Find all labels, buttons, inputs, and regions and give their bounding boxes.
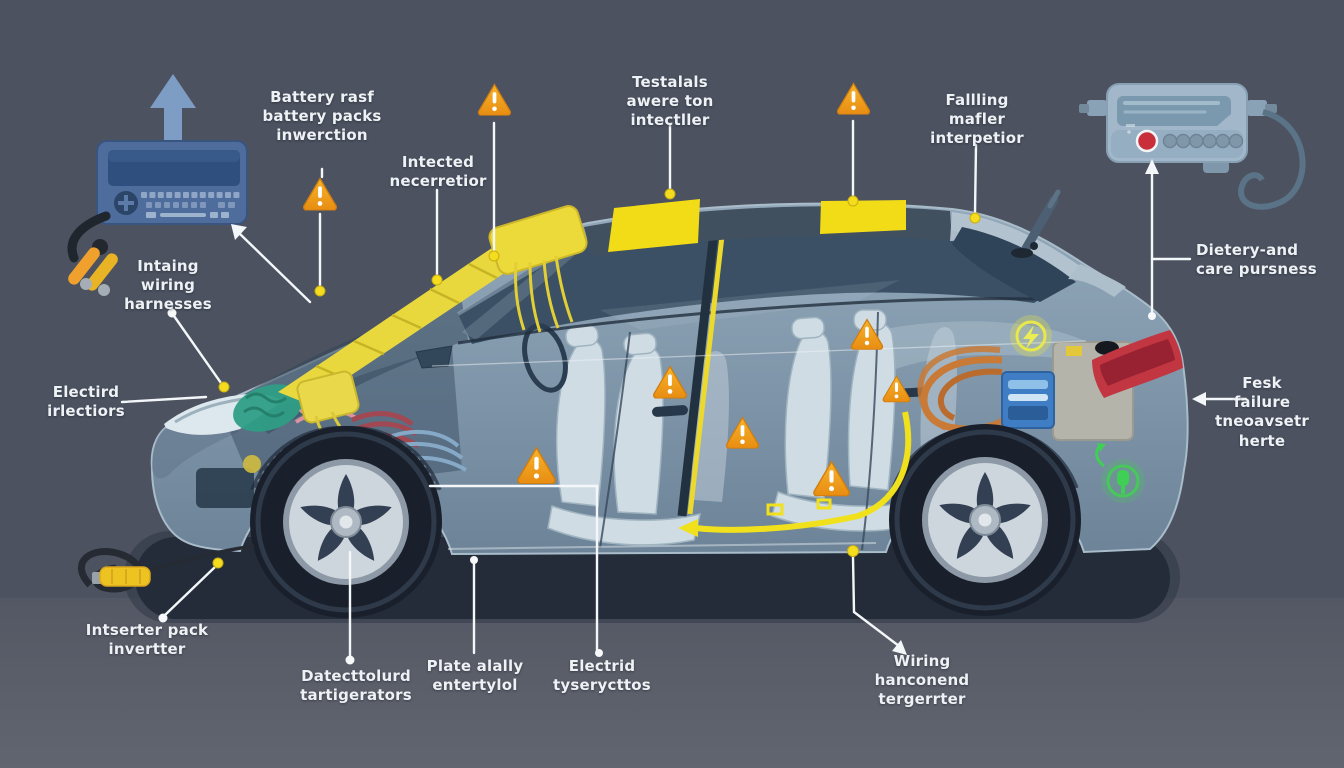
label-fesk: Fesk failure tneoavsetr herte (1215, 374, 1309, 450)
label-electird-front: Electird irlectiors (47, 383, 125, 421)
label-electrid-under: Electrid tyserycttos (553, 657, 651, 695)
lightning-bolt-icon (1010, 315, 1052, 357)
label-dietery: Dietery-and care pursness (1196, 241, 1317, 279)
roof-wiring-band (584, 199, 1126, 302)
ground (0, 598, 1344, 768)
leader-arrowheads (231, 159, 1206, 655)
red-button (1135, 129, 1159, 153)
antenna (1011, 189, 1061, 258)
steering-wheel (522, 323, 568, 393)
warning-triangle-icon (477, 83, 512, 116)
label-testalals: Testalals awere ton intectller (626, 73, 714, 130)
warning-triangle-icon (836, 82, 871, 115)
leader-lines (120, 119, 1248, 658)
label-intserter: Intserter pack invertter (85, 621, 209, 659)
rear-wheel (889, 424, 1081, 616)
charging-ok-icon (1095, 443, 1145, 503)
label-plate: Plate alally entertylol (426, 657, 524, 695)
door-handle (652, 405, 688, 417)
engine-bay-wiring (233, 205, 588, 472)
label-datect: Datecttolurd tartigerators (300, 667, 412, 705)
label-wiring-rear: Wiring hanconend tergerrter (874, 652, 970, 709)
pillar-wiring (687, 235, 725, 515)
leader-dots (158, 188, 1156, 665)
up-arrow-icon (150, 74, 196, 108)
label-battery-packs: Battery rasf battery packs inwerction (262, 88, 382, 145)
charging-cable (77, 544, 255, 593)
label-falling: Fallling mafler interpetior (930, 91, 1024, 148)
warning-triangle-icon (303, 177, 337, 211)
sill-wiring (678, 411, 912, 537)
label-intaing: Intaing wiring harnesses (124, 257, 212, 314)
charging-controller-device (1079, 83, 1306, 210)
front-wheel (250, 426, 442, 618)
diagnostic-device (67, 74, 248, 296)
label-intected: Intected necerretior (389, 153, 487, 191)
rear-powertrain (917, 330, 1183, 441)
